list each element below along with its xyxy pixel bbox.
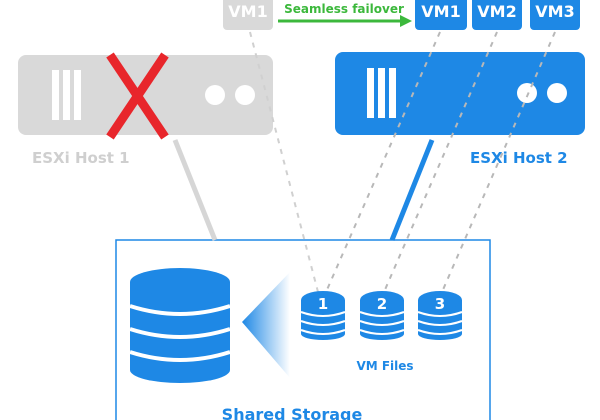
- vm1-old-file-link: [249, 31, 319, 293]
- host1-storage-link: [172, 139, 218, 241]
- host2-label: ESXi Host 2: [470, 149, 568, 167]
- host1-label: ESXi Host 1: [32, 149, 130, 167]
- database-icon: [129, 268, 231, 383]
- failed-x-icon: [106, 52, 169, 140]
- vm-card: VM3: [530, 0, 580, 30]
- source-vm-box: [223, 0, 273, 30]
- host2-server: [335, 52, 585, 135]
- vm-file-number: 3: [435, 295, 445, 313]
- host2-storage-link: [389, 139, 435, 241]
- arrow-head: [400, 15, 412, 27]
- host1-server: [18, 55, 273, 135]
- vm-file-disk-icon: 3: [417, 291, 463, 340]
- svg-text:VM3: VM3: [535, 2, 574, 21]
- failover-label: Seamless failover: [284, 2, 404, 16]
- vm-card: VM2: [472, 0, 522, 30]
- vm-files-label: VM Files: [356, 359, 413, 373]
- expand-cone: [242, 272, 290, 378]
- svg-text:VM1: VM1: [421, 2, 460, 21]
- shared-storage-label: Shared Storage: [222, 405, 363, 420]
- svg-text:VM2: VM2: [477, 2, 516, 21]
- vm-file-disk-icon: 2: [359, 291, 405, 340]
- vm-card: VM1: [415, 0, 467, 30]
- vm-file-number: 2: [377, 295, 387, 313]
- vm1-file-link: [325, 31, 441, 293]
- vm2-file-link: [383, 31, 498, 293]
- vm-file-disk-icon: 1: [300, 291, 346, 340]
- vm-files-group: 1 2 3: [300, 291, 463, 340]
- vm3-file-link: [441, 31, 556, 293]
- vm-file-number: 1: [318, 295, 328, 313]
- source-vm-label: VM1: [228, 2, 267, 21]
